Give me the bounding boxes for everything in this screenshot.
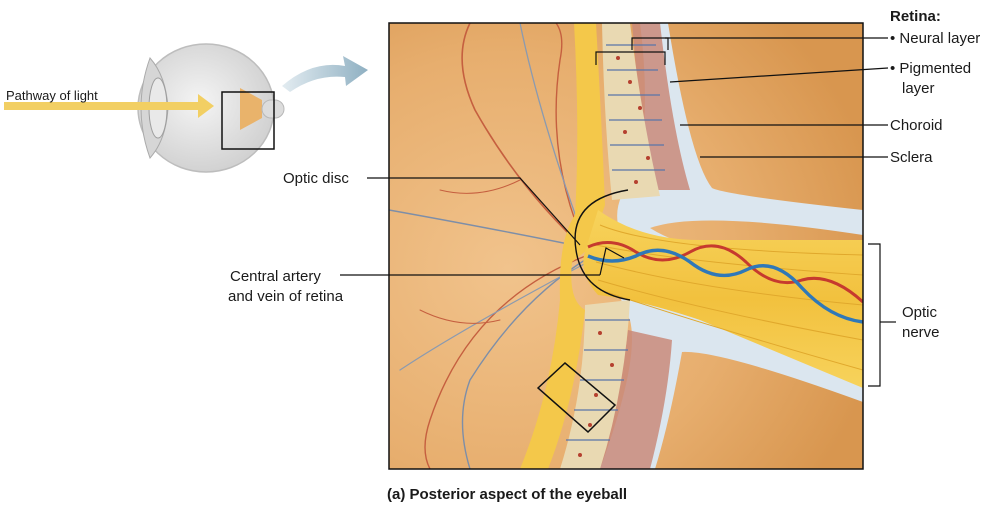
central-artery	[587, 241, 863, 304]
retina-detail-box	[536, 362, 617, 434]
inset-zoom-box	[221, 91, 275, 150]
pigmented-layer-bracket	[631, 37, 669, 50]
sclera-label: Sclera	[890, 149, 933, 166]
central-vein	[587, 248, 863, 324]
neural-layer-bracket	[595, 51, 666, 65]
retina-heading: Retina:	[890, 8, 941, 25]
vessel-pointer	[599, 247, 625, 276]
neural-layer-label: • Neural layer	[890, 30, 981, 47]
leader-lines	[340, 37, 896, 387]
central-artery-label-line1: Central artery	[230, 268, 321, 285]
zoom-arrow	[282, 56, 368, 92]
choroid-label: Choroid	[890, 117, 943, 134]
main-panel	[389, 23, 863, 469]
pigmented-layer-label-line2: layer	[902, 80, 935, 97]
optic-nerve-label-line1: Optic	[902, 304, 938, 321]
optic-nerve-label-line2: nerve	[902, 324, 940, 341]
optic-disc-circle	[574, 189, 631, 301]
pathway-of-light-label: Pathway of light	[6, 88, 98, 103]
optic-disc-label: Optic disc	[283, 170, 349, 187]
pigmented-layer-label-line1: • Pigmented	[890, 60, 972, 77]
pathway-of-light-arrow	[4, 94, 214, 118]
central-artery-label-line2: and vein of retina	[228, 288, 344, 305]
main-panel-frame	[388, 22, 864, 470]
figure-caption: (a) Posterior aspect of the eyeball	[387, 486, 628, 503]
